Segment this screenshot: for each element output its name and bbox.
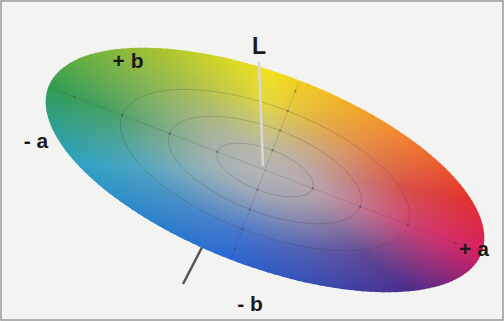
axis-label: + a xyxy=(459,238,489,259)
grid-tick xyxy=(241,228,243,230)
axis-label: L xyxy=(252,35,266,58)
axis-label: - a xyxy=(24,130,49,151)
neutral-core xyxy=(14,0,504,321)
grid-tick xyxy=(311,187,313,189)
grid-tick xyxy=(279,129,281,131)
grid-ring xyxy=(99,56,430,284)
grid-tick xyxy=(359,205,361,207)
grid-tick xyxy=(234,248,236,250)
grid-tick xyxy=(249,208,251,210)
grid-axis xyxy=(231,82,298,258)
grid-tick xyxy=(287,110,289,112)
grid-tick xyxy=(454,242,456,244)
grid-tick xyxy=(73,96,75,98)
grid-tick xyxy=(407,224,409,226)
grid-tick xyxy=(121,114,123,116)
color-disc xyxy=(14,0,504,321)
l-axis-upper xyxy=(259,62,263,166)
grid-tick xyxy=(294,90,296,92)
grid-tick xyxy=(271,149,273,151)
axis-label: - b xyxy=(237,293,263,314)
grid-tick xyxy=(256,189,258,191)
grid-tick xyxy=(216,151,218,153)
disc-grid xyxy=(53,56,478,284)
grid-tick xyxy=(169,132,171,134)
axis-label: + b xyxy=(113,50,144,71)
